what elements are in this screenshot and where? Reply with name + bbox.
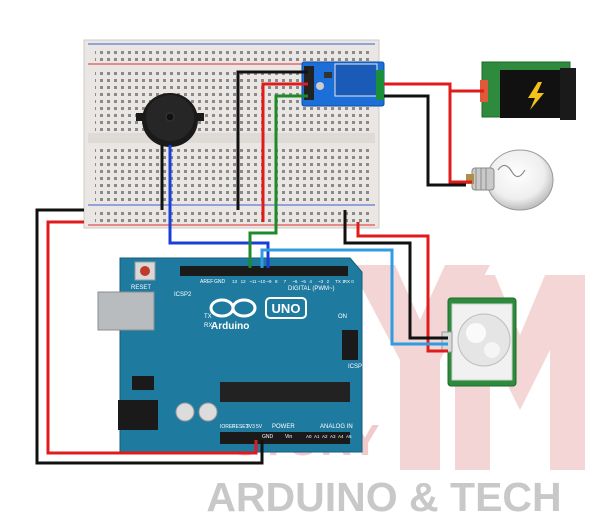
light-bulb	[466, 149, 554, 211]
pir-sensor	[441, 297, 517, 387]
digital-pin-label: 12	[241, 279, 247, 284]
gnd-top-label: GND	[214, 279, 226, 285]
wire-red-power-loop	[46, 220, 258, 455]
watermark-caption: ARDUINO & TECH	[206, 474, 561, 520]
digital-label: DIGITAL (PWM~)	[288, 286, 335, 292]
ioref-label: IOREF	[220, 424, 235, 430]
relay-module	[301, 61, 385, 107]
analog-pin-label: A5	[346, 434, 352, 439]
icsp-label: ICSP	[348, 364, 362, 370]
analog-label: ANALOG IN	[320, 424, 353, 430]
reset-label: RESET	[131, 285, 151, 291]
aref-label: AREF	[200, 279, 213, 285]
arduino-brand-label: Arduino	[211, 321, 249, 332]
wire-black-pir	[343, 210, 448, 340]
wire-red-pir	[356, 222, 448, 353]
wire-red-relay-vcc	[261, 82, 308, 222]
wire-red-relay-battery	[384, 82, 472, 184]
analog-pin-label: A0	[306, 434, 312, 439]
digital-pin-label: 2	[327, 279, 330, 284]
reset-pin-label: RESET	[232, 424, 249, 430]
battery	[480, 61, 576, 120]
buzzer	[136, 93, 204, 147]
digital-pin-label: ~6	[292, 279, 298, 284]
wire-black-relay-bulb	[384, 94, 466, 187]
wire-black-relay-gnd	[236, 70, 308, 210]
analog-pin-label: A2	[322, 434, 328, 439]
analog-pin-label: A1	[314, 434, 320, 439]
wire-blue-buzzer	[168, 145, 270, 268]
rx-label: RX	[204, 323, 212, 329]
arduino-model-label: UNO	[272, 301, 301, 316]
gnd-power-label: GND	[262, 434, 274, 440]
wire-lightblue-pir-signal	[260, 248, 448, 346]
vin-label: Vin	[285, 434, 292, 440]
icsp2-label: ICSP2	[174, 292, 192, 298]
digital-pin-label: TX 1	[335, 279, 345, 284]
digital-pin-label: 8	[275, 279, 278, 284]
v33-label: 3V3	[246, 424, 255, 430]
digital-pin-label: 13	[232, 279, 238, 284]
digital-pin-label: ~9	[266, 279, 272, 284]
on-label: ON	[338, 314, 347, 320]
digital-pin-label: RX 0	[344, 279, 355, 284]
wire-black-ground-loop	[35, 208, 264, 465]
v5-label: 5V	[256, 424, 263, 430]
wires	[35, 70, 484, 465]
analog-pin-label: A3	[330, 434, 336, 439]
digital-pin-label: 7	[284, 279, 287, 284]
digital-pin-label: 4	[309, 279, 312, 284]
analog-pin-label: A4	[338, 434, 344, 439]
power-label: POWER	[272, 424, 295, 430]
digital-pin-label: ~10	[258, 279, 266, 284]
tx-label: TX	[204, 314, 212, 320]
lightning-bolt-icon	[528, 82, 544, 110]
arduino-uno-board	[97, 257, 363, 453]
digital-pin-label: ~11	[249, 279, 257, 284]
digital-pin-label: ~3	[318, 279, 324, 284]
arduino-logo-icon	[209, 298, 257, 318]
digital-pin-label: ~5	[301, 279, 307, 284]
wire-green-relay-signal	[248, 94, 308, 268]
